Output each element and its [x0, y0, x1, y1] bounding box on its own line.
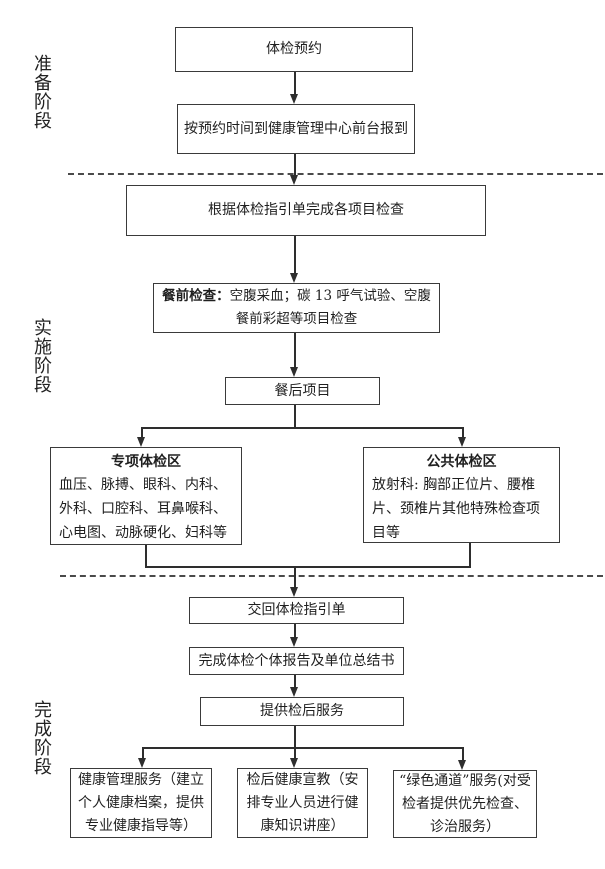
phase-label-preparation: 准备阶段: [31, 54, 52, 130]
connector-line: [469, 543, 471, 567]
flow-box-public-exam-area: 公共体检区 放射科: 胸部正位片、腰椎片、颈椎片其他特殊检查项目等: [363, 447, 560, 543]
arrow-down-icon: [290, 758, 298, 768]
phase-label-completion: 完成阶段: [31, 700, 52, 776]
arrow-down-icon: [290, 587, 298, 597]
phase-separator: [60, 575, 603, 577]
flow-box-return-guide: 交回体检指引单: [189, 597, 404, 624]
arrow-down-icon: [138, 758, 146, 768]
arrow-down-icon: [290, 175, 298, 185]
flow-box-premeal-check: 餐前检查：空腹采血；碳 13 呼气试验、空腹餐前彩超等项目检查: [153, 283, 440, 333]
connector-line: [294, 72, 296, 95]
flow-box-green-channel: “绿色通道”服务(对受检者提供优先检查、诊治服务）: [393, 770, 537, 838]
flow-box-checkin: 按预约时间到健康管理中心前台报到: [177, 104, 415, 154]
connector-line: [294, 726, 296, 748]
arrow-down-icon: [290, 687, 298, 697]
flow-box-report: 完成体检个体报告及单位总结书: [189, 647, 404, 675]
connector-line: [294, 675, 296, 688]
phase-label-implementation: 实施阶段: [31, 318, 52, 394]
connector-line: [294, 236, 296, 274]
connector-line: [294, 405, 296, 428]
special-area-title: 专项体检区: [111, 454, 181, 470]
connector-line: [142, 747, 464, 749]
public-area-title: 公共体检区: [426, 454, 497, 470]
flow-box-appointment: 体检预约: [175, 27, 413, 72]
connector-line: [294, 624, 296, 638]
flow-box-post-service: 提供检后服务: [200, 697, 404, 726]
arrow-down-icon: [137, 437, 145, 447]
connector-line: [142, 747, 144, 759]
public-area-text: 放射科: 胸部正位片、腰椎片、颈椎片其他特殊检查项目等: [372, 477, 540, 541]
flow-box-postmeal: 餐后项目: [225, 377, 380, 405]
public-area-wrap: 公共体检区 放射科: 胸部正位片、腰椎片、颈椎片其他特殊检查项目等: [364, 448, 559, 548]
connector-line: [145, 545, 147, 567]
flow-box-health-management: 健康管理服务（建立个人健康档案，提供专业健康指导等）: [70, 768, 212, 838]
connector-line: [141, 427, 143, 438]
flow-box-health-education: 检后健康宣教（安排专业人员进行健康知识讲座）: [237, 768, 368, 838]
arrow-down-icon: [290, 637, 298, 647]
connector-line: [294, 566, 296, 588]
special-area-text: 血压、脉搏、眼科、内科、外科、口腔科、耳鼻喉科、心电图、动脉硬化、妇科等: [59, 477, 227, 541]
premeal-text-wrap: 餐前检查：空腹采血；碳 13 呼气试验、空腹餐前彩超等项目检查: [160, 284, 433, 331]
arrow-down-icon: [290, 367, 298, 377]
arrow-down-icon: [458, 437, 466, 447]
arrow-down-icon: [290, 94, 298, 104]
special-area-wrap: 专项体检区 血压、脉搏、眼科、内科、外科、口腔科、耳鼻喉科、心电图、动脉硬化、妇…: [51, 448, 241, 548]
connector-line: [462, 427, 464, 438]
arrow-down-icon: [458, 760, 466, 770]
connector-line: [145, 566, 471, 568]
flow-box-special-exam-area: 专项体检区 血压、脉搏、眼科、内科、外科、口腔科、耳鼻喉科、心电图、动脉硬化、妇…: [50, 447, 242, 545]
premeal-text: 空腹采血；碳 13 呼气试验、空腹餐前彩超等项目检查: [229, 288, 431, 327]
connector-line: [462, 747, 464, 761]
phase-separator: [68, 173, 603, 175]
connector-line: [141, 427, 464, 429]
connector-line: [294, 154, 296, 176]
arrow-down-icon: [290, 273, 298, 283]
flow-box-guide-complete: 根据体检指引单完成各项目检查: [126, 185, 486, 236]
connector-line: [294, 333, 296, 368]
connector-line: [294, 747, 296, 759]
premeal-bold-label: 餐前检查：: [162, 288, 230, 304]
